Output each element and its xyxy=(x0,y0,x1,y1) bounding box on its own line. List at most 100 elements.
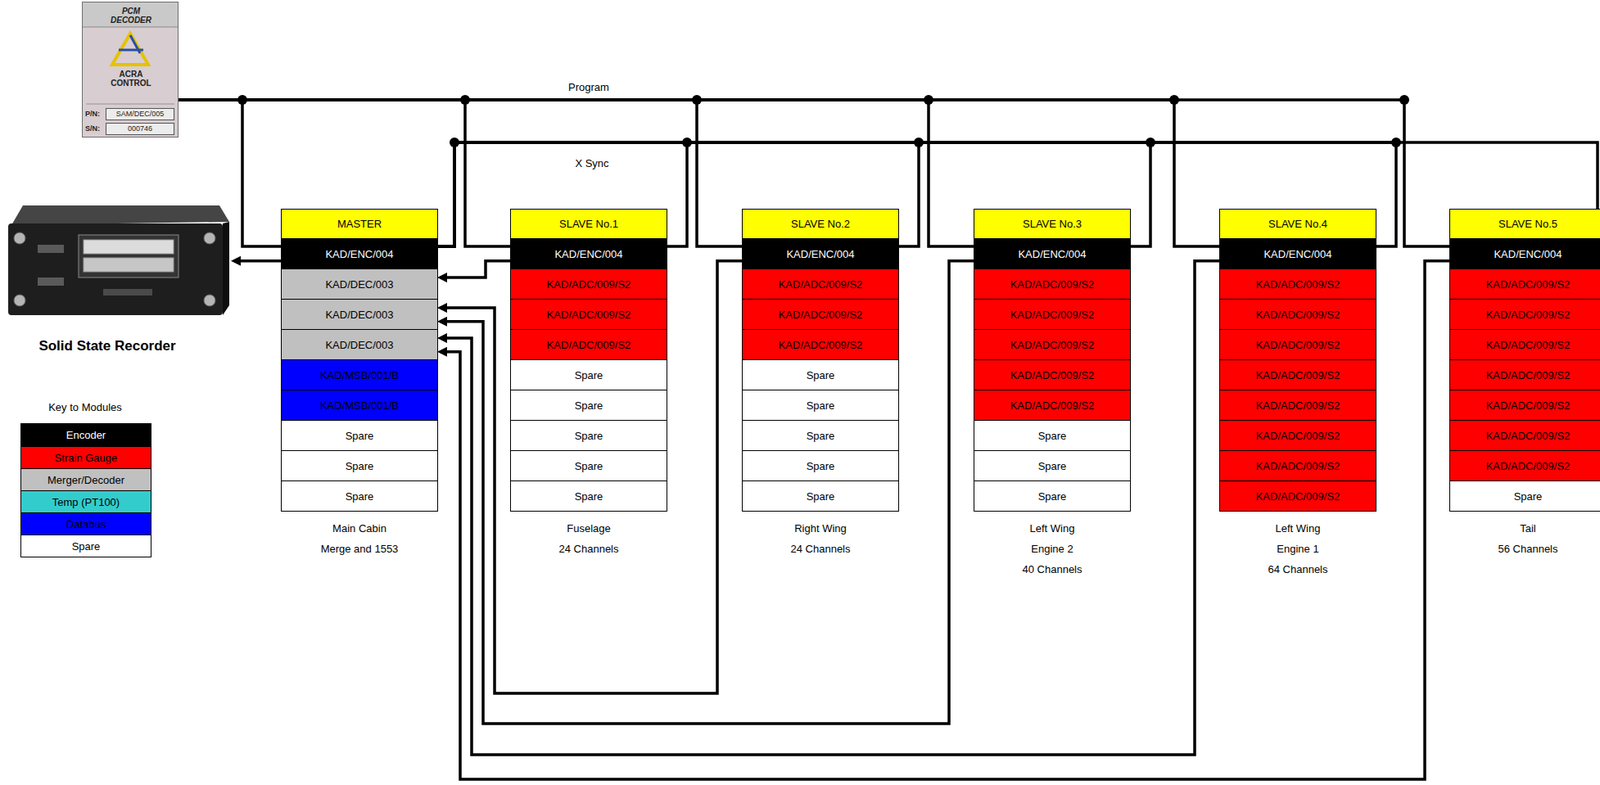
junction-group xyxy=(237,94,1410,148)
module-slot: Spare xyxy=(742,359,899,390)
module-label: KAD/ADC/009/S2 xyxy=(778,278,864,291)
module-slot: KAD/ADC/009/S2 xyxy=(1450,389,1600,421)
logo-stroke xyxy=(130,35,141,54)
unit-caption: Tail xyxy=(1449,518,1600,539)
unit-frame: SLAVE No.1KAD/ENC/004KAD/ADC/009/S2KAD/A… xyxy=(510,208,668,512)
module-slot: KAD/DEC/003 xyxy=(281,329,438,360)
module-slot: KAD/DEC/003 xyxy=(281,268,438,299)
recorder-button xyxy=(37,244,64,254)
module-label: MASTER xyxy=(337,217,382,231)
module-label: KAD/DEC/003 xyxy=(325,278,394,291)
diagram-label: X Sync xyxy=(574,157,609,170)
acquisition-unit: SLAVE No.5KAD/ENC/004KAD/ADC/009/S2KAD/A… xyxy=(1449,208,1600,560)
unit-caption: Main Cabin xyxy=(280,518,439,539)
module-slot: KAD/ADC/009/S2 xyxy=(742,298,899,330)
module-slot: KAD/ADC/009/S2 xyxy=(1220,298,1376,330)
module-label: Spare xyxy=(345,460,375,473)
module-label: KAD/ENC/004 xyxy=(1263,248,1332,261)
diagram-label: Program xyxy=(568,81,610,94)
signal-wire xyxy=(444,261,1451,780)
module-label: KAD/MSB/001/B xyxy=(320,399,399,412)
module-label: KAD/ADC/009/S2 xyxy=(1010,399,1095,412)
module-slot: Spare xyxy=(742,420,899,451)
module-slot: KAD/ADC/009/S2 xyxy=(1450,298,1600,330)
decoder-text: 000746 xyxy=(127,124,153,133)
unit-caption-block: Left WingEngine 164 Channels xyxy=(1219,518,1377,580)
legend-text: Spare xyxy=(72,540,101,553)
module-label: Spare xyxy=(806,369,836,382)
acquisition-unit: MASTERKAD/ENC/004KAD/DEC/003KAD/DEC/003K… xyxy=(280,208,439,560)
module-slot: Spare xyxy=(1450,480,1600,511)
unit-caption: 64 Channels xyxy=(1219,559,1377,580)
bus-junction xyxy=(691,94,702,105)
module-label: KAD/ADC/009/S2 xyxy=(1256,399,1341,412)
unit-caption: Left Wing xyxy=(1219,518,1377,539)
signal-wire xyxy=(178,99,1451,247)
cartridge-bay xyxy=(78,235,179,278)
module-label: KAD/ADC/009/S2 xyxy=(1010,308,1095,321)
signal-wire xyxy=(437,142,688,247)
decoder-text: S/N: xyxy=(85,124,100,133)
unit-frame: MASTERKAD/ENC/004KAD/DEC/003KAD/DEC/003K… xyxy=(280,208,439,512)
module-slot: Spare xyxy=(742,480,899,511)
module-label: Spare xyxy=(1038,429,1067,443)
panel-knob xyxy=(13,232,26,245)
module-slot: KAD/ADC/009/S2 xyxy=(974,329,1130,360)
signal-wire xyxy=(444,261,743,694)
module-label: KAD/ADC/009/S2 xyxy=(1256,490,1341,503)
decoder-text-cell: P/N: xyxy=(85,109,106,119)
recorder-button xyxy=(37,277,64,286)
unit-header: SLAVE No.3 xyxy=(974,209,1130,239)
module-label: Spare xyxy=(345,490,375,503)
module-label: KAD/ADC/009/S2 xyxy=(1256,338,1341,352)
module-slot: Spare xyxy=(510,389,667,421)
module-label: KAD/DEC/003 xyxy=(325,338,394,352)
legend-text: Merger/Decoder xyxy=(47,474,125,487)
module-slot: KAD/MSB/001/B xyxy=(281,389,438,421)
panel-knob xyxy=(203,232,216,245)
module-slot: Spare xyxy=(510,359,667,390)
bus-label-cell: Key to Modules xyxy=(48,401,123,414)
unit-frame: SLAVE No.3KAD/ENC/004KAD/ADC/009/S2KAD/A… xyxy=(973,208,1131,512)
module-label: KAD/ADC/009/S2 xyxy=(1256,308,1341,321)
signal-wire xyxy=(178,99,1221,247)
module-label: KAD/ENC/004 xyxy=(1493,248,1562,261)
module-label: Spare xyxy=(574,490,604,503)
module-slot: KAD/ADC/009/S2 xyxy=(1220,359,1376,390)
module-label: KAD/ENC/004 xyxy=(325,248,394,261)
decoder-text: PCM DECODER xyxy=(110,6,152,25)
module-label: KAD/MSB/001/B xyxy=(320,369,399,382)
module-slot: KAD/ADC/009/S2 xyxy=(510,298,667,330)
unit-frame: SLAVE No.4KAD/ENC/004KAD/ADC/009/S2KAD/A… xyxy=(1219,208,1377,512)
unit-header: SLAVE No.5 xyxy=(1450,209,1600,239)
module-label: KAD/ADC/009/S2 xyxy=(546,338,632,352)
module-label: KAD/ENC/004 xyxy=(554,248,623,261)
unit-caption: Fuselage xyxy=(510,518,668,539)
module-label: KAD/ADC/009/S2 xyxy=(1486,278,1571,291)
module-slot: KAD/ENC/004 xyxy=(510,238,667,269)
unit-caption-block: Main CabinMerge and 1553 xyxy=(280,518,439,560)
module-label: Spare xyxy=(574,369,604,382)
signal-wire xyxy=(178,99,743,247)
decoder-text: ACRA CONTROL xyxy=(110,69,151,88)
bus-junction xyxy=(1145,137,1156,148)
module-slot: Spare xyxy=(742,389,899,421)
unit-caption: Left Wing xyxy=(973,518,1131,539)
module-label: KAD/ADC/009/S2 xyxy=(1486,369,1571,382)
module-label: KAD/ADC/009/S2 xyxy=(778,338,864,352)
module-slot: KAD/MSB/001/B xyxy=(281,359,438,390)
legend-swatch: Databus xyxy=(21,512,151,535)
logo-triangle xyxy=(112,33,149,65)
module-label: KAD/ADC/009/S2 xyxy=(778,308,864,321)
acquisition-unit: SLAVE No.3KAD/ENC/004KAD/ADC/009/S2KAD/A… xyxy=(973,208,1131,580)
decoder-text: SAM/DEC/005 xyxy=(116,109,165,118)
bus-label-cell: X Sync xyxy=(574,157,609,170)
module-label: KAD/ENC/004 xyxy=(1017,248,1086,261)
module-slot: KAD/ENC/004 xyxy=(1220,238,1376,269)
module-slot: KAD/ENC/004 xyxy=(974,238,1130,269)
module-slot: KAD/ADC/009/S2 xyxy=(1220,420,1376,451)
module-label: KAD/ADC/009/S2 xyxy=(1486,429,1571,443)
recorder-handle xyxy=(103,289,153,296)
bus-junction xyxy=(1169,94,1180,105)
module-label: KAD/ENC/004 xyxy=(786,248,855,261)
